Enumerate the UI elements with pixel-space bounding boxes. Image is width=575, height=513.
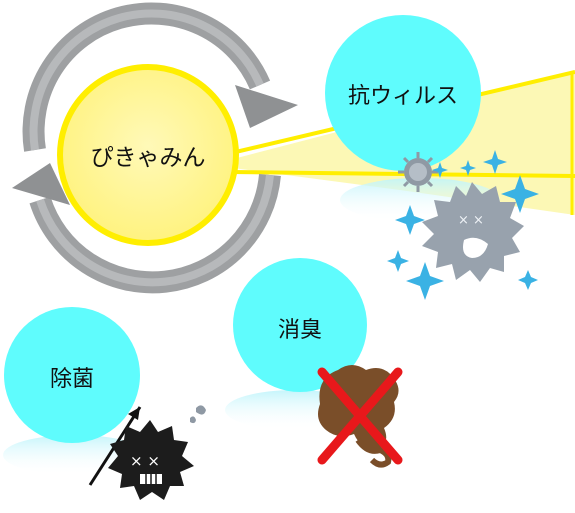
antivirus-label: 抗ウィルス xyxy=(347,84,458,109)
svg-text:× ×: × × xyxy=(130,452,160,470)
cycle-arrows xyxy=(12,2,298,294)
sparkle-group xyxy=(387,150,539,300)
svg-text:× ×: × × xyxy=(458,213,484,228)
bubble-antivirus xyxy=(325,15,481,171)
crossed-out-odor-icon xyxy=(317,365,403,468)
bubble-deodorize xyxy=(233,258,367,392)
sterilize-label: 除菌 xyxy=(49,367,94,392)
bubble-sterilize xyxy=(4,307,140,443)
speared-germ-icon: × × xyxy=(88,405,206,500)
core-node xyxy=(57,64,239,246)
small-virus-icon xyxy=(398,152,438,192)
deodorize-label: 消臭 xyxy=(277,318,322,343)
core-label: ぴきゃみん xyxy=(90,145,206,171)
defeated-virus-icon: × × xyxy=(422,182,524,282)
